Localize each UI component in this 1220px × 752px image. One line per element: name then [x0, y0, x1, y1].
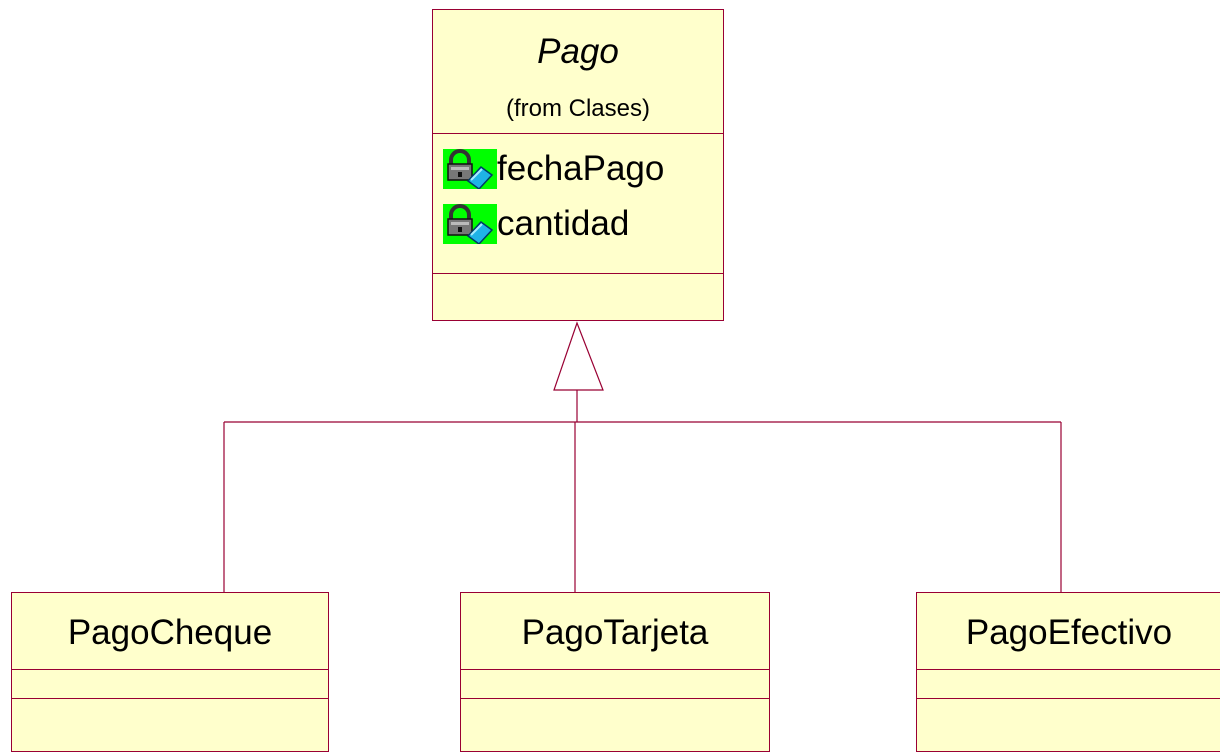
- class-name-pagotarjeta: PagoTarjeta: [521, 613, 709, 652]
- class-name-compartment: Pago (from Clases): [433, 10, 723, 133]
- attribute-name: fechaPago: [497, 149, 665, 188]
- operations-compartment: [917, 698, 1220, 751]
- class-name-pagocheque: PagoCheque: [67, 613, 273, 652]
- private-attribute-lock-icon: [443, 149, 497, 189]
- class-pago[interactable]: Pago (from Clases) fechaPago: [432, 9, 724, 321]
- attribute-name: cantidad: [497, 204, 630, 243]
- attribute-row[interactable]: cantidad: [443, 204, 629, 244]
- attributes-compartment: [461, 669, 769, 698]
- attributes-compartment: fechaPago cantidad: [433, 133, 723, 273]
- class-pagocheque[interactable]: PagoCheque: [11, 592, 329, 752]
- class-name-compartment: PagoCheque: [12, 593, 328, 669]
- package-note: (from Clases): [505, 95, 650, 122]
- private-attribute-lock-icon: [443, 204, 497, 244]
- generalization-connectors: [223, 321, 1062, 592]
- class-pagotarjeta[interactable]: PagoTarjeta: [460, 592, 770, 752]
- class-name-pagoefectivo: PagoEfectivo: [965, 613, 1173, 652]
- attributes-compartment: [12, 669, 328, 698]
- operations-compartment: [12, 698, 328, 751]
- class-pagoefectivo[interactable]: PagoEfectivo: [916, 592, 1220, 752]
- operations-compartment: [433, 273, 723, 320]
- generalization-arrowhead: [553, 321, 604, 391]
- class-name-compartment: PagoTarjeta: [461, 593, 769, 669]
- uml-class-diagram: Pago (from Clases) fechaPago: [11, 9, 1220, 752]
- attribute-row[interactable]: fechaPago: [443, 149, 664, 189]
- operations-compartment: [461, 698, 769, 751]
- class-name-pago: Pago: [537, 32, 619, 71]
- attributes-compartment: [917, 669, 1220, 698]
- class-name-compartment: PagoEfectivo: [917, 593, 1220, 669]
